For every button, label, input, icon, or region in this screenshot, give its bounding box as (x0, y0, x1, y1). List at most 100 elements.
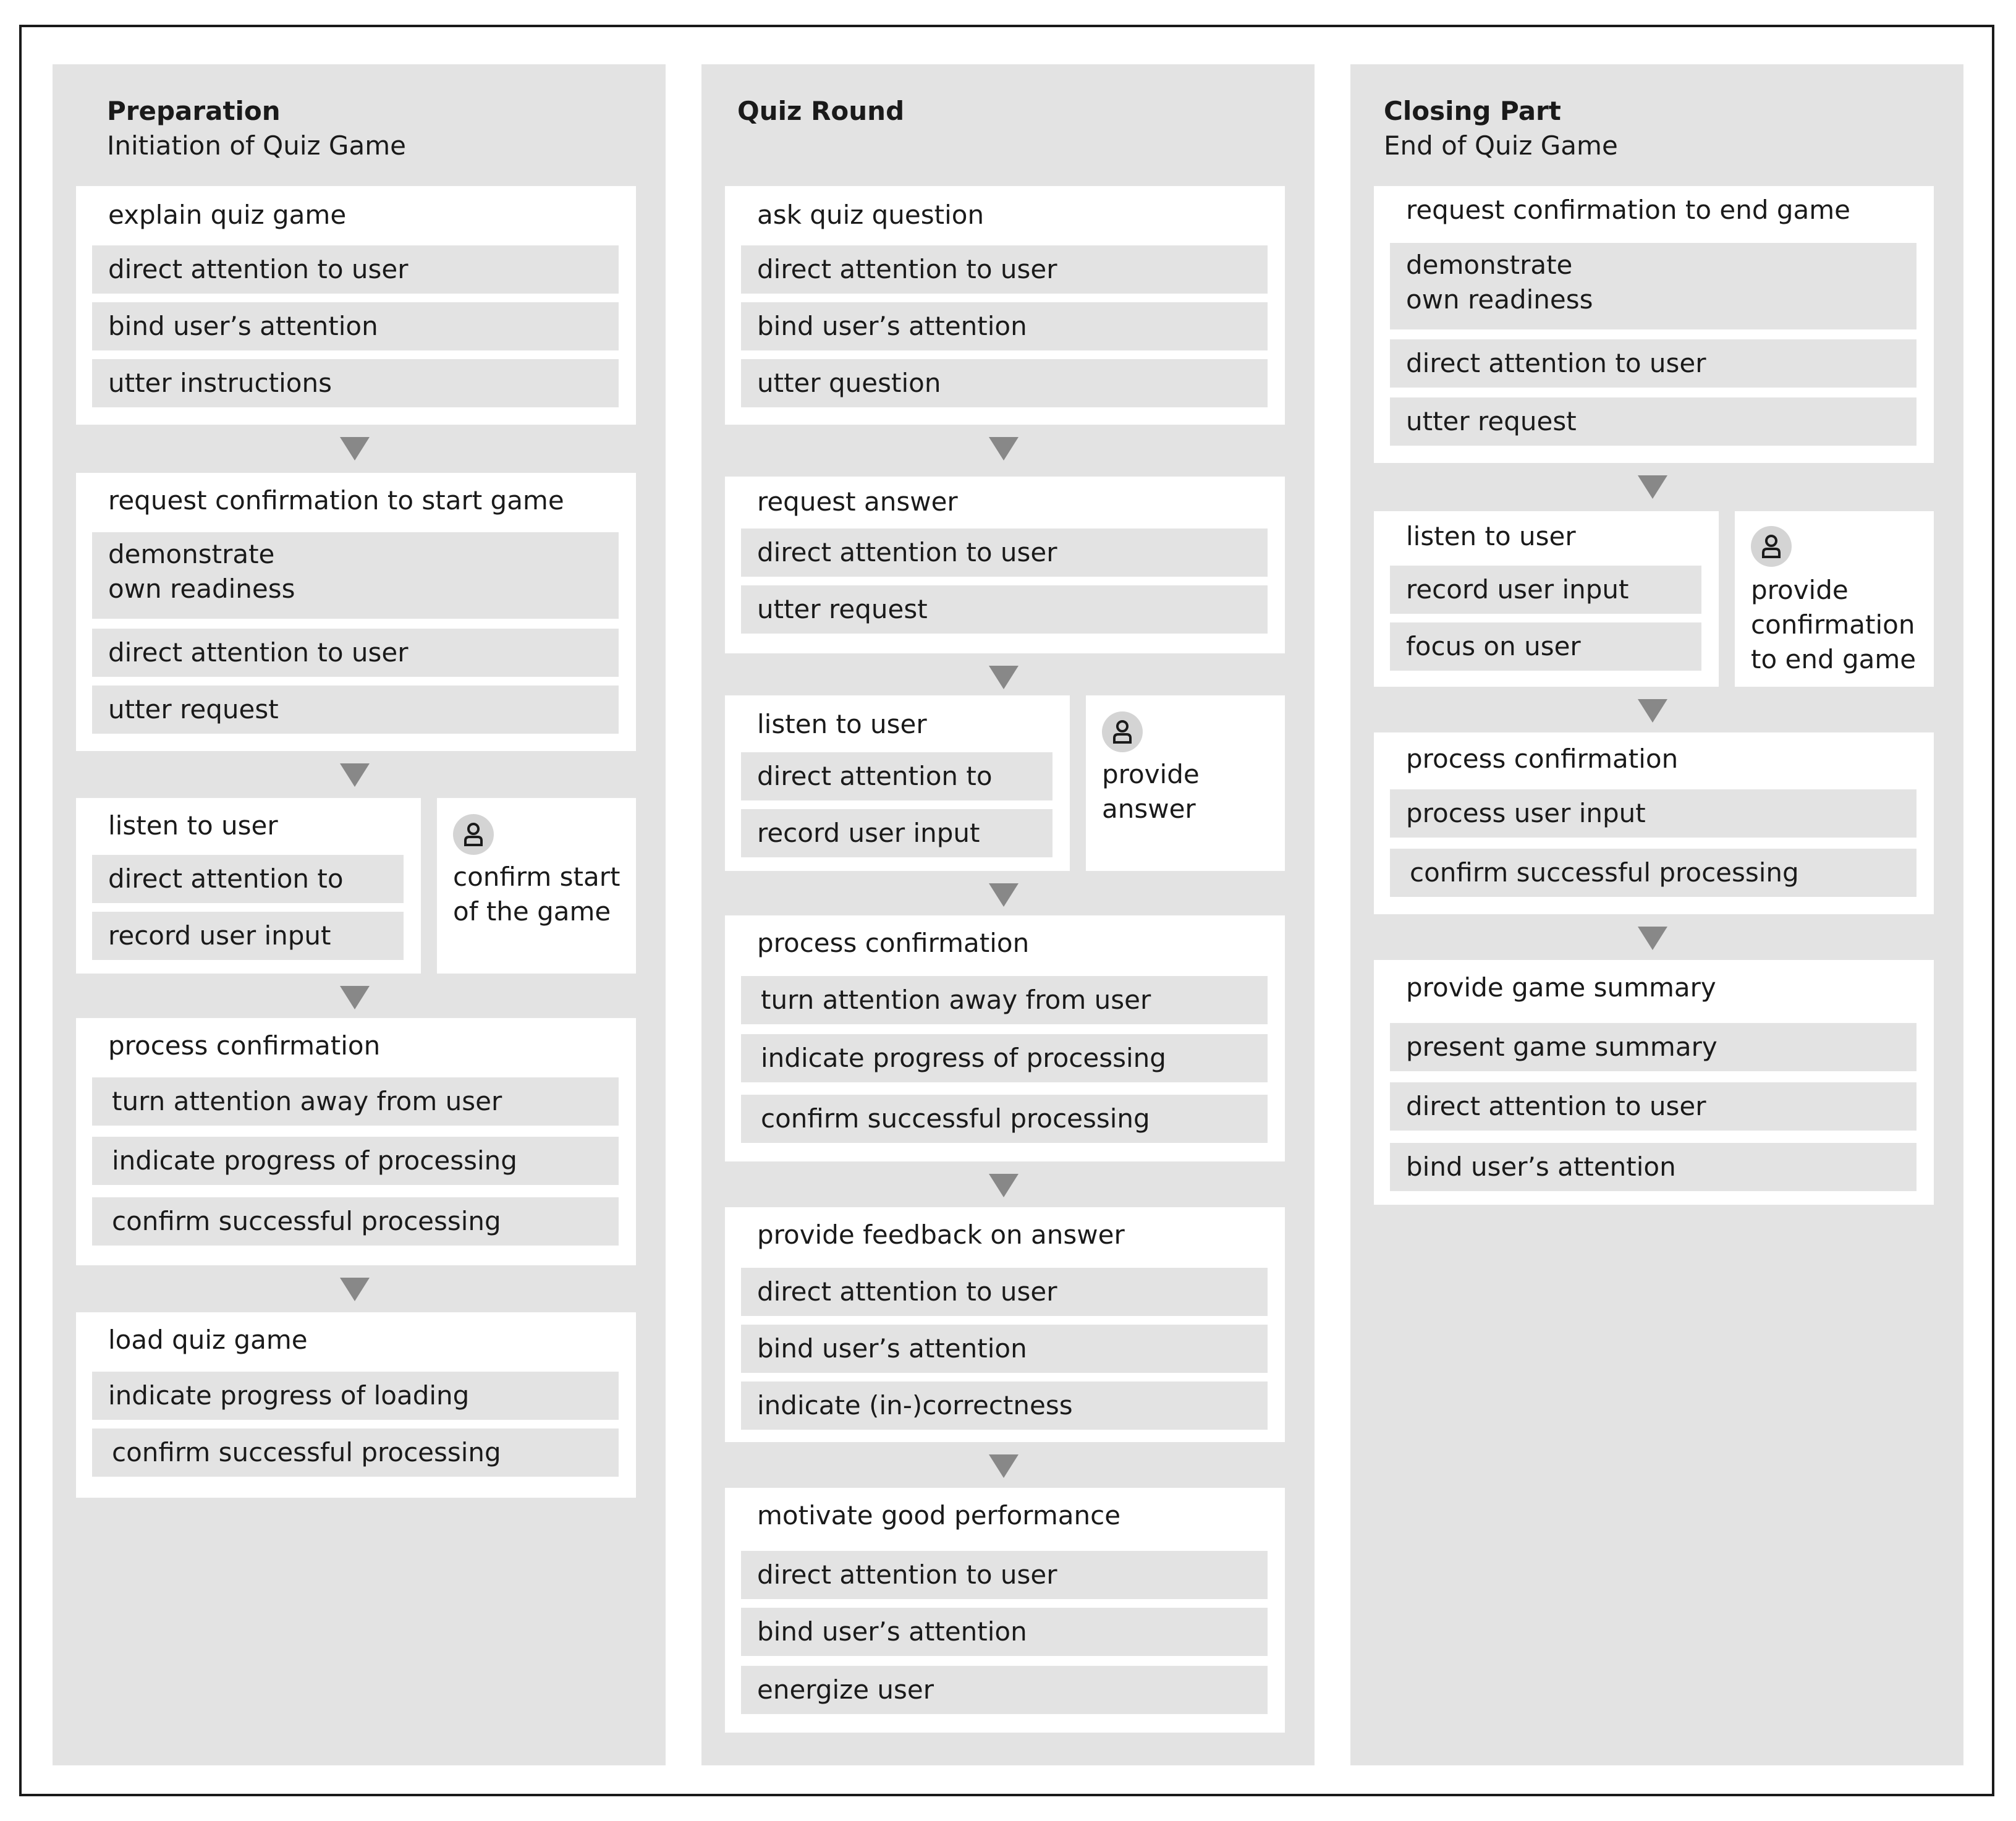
step-title: explain quiz game (108, 200, 347, 230)
step-action: process user input (1390, 789, 1916, 838)
step-action: confirm successful processing (1390, 849, 1916, 897)
flow-arrow-icon (1638, 699, 1667, 723)
step-block: listen to user record user input focus o… (1374, 511, 1719, 687)
step-action: confirm successful processing (741, 1095, 1268, 1143)
step-action: demonstrate own readiness (1390, 243, 1916, 329)
step-action: indicate (in-)correctness (741, 1382, 1268, 1430)
step-title: listen to user (757, 709, 927, 739)
step-action: direct attention to user (92, 855, 404, 942)
step-block: request answer direct attention to user … (725, 477, 1285, 653)
user-action-block: confirm start of the game (437, 798, 636, 974)
step-action: direct attention to user (1390, 1082, 1916, 1131)
flow-arrow-icon (1638, 927, 1667, 950)
column-subtitle: Initiation of Quiz Game (107, 130, 406, 161)
step-title: request confirmation to end game (1406, 195, 1850, 225)
step-block: request confirmation to start game demon… (76, 473, 636, 751)
step-action: present game summary (1390, 1023, 1916, 1071)
step-action: utter request (92, 686, 619, 734)
step-title: process confirmation (1406, 744, 1679, 774)
step-title: provide feedback on answer (757, 1220, 1125, 1250)
step-block: motivate good performance direct attenti… (725, 1488, 1285, 1733)
column-title: Quiz Round (737, 96, 905, 126)
flow-arrow-icon (989, 1454, 1019, 1478)
user-action-label: provide confirmation to end game (1751, 575, 1916, 674)
flow-arrow-icon (989, 1174, 1019, 1197)
column-title: Preparation (107, 96, 281, 126)
step-block: process confirmation turn attention away… (725, 915, 1285, 1161)
step-action: utter question (741, 359, 1268, 407)
step-block: request confirmation to end game demonst… (1374, 186, 1934, 463)
step-action: direct attention to user (92, 245, 619, 294)
step-action: direct attention to user (92, 629, 619, 677)
step-title: process confirmation (757, 928, 1030, 958)
column-header: Closing Part End of Quiz Game (1384, 94, 1618, 163)
step-action: indicate progress of processing (741, 1034, 1268, 1082)
step-action: focus on user (1390, 622, 1701, 671)
step-title: listen to user (1406, 521, 1576, 551)
flow-arrow-icon (340, 763, 370, 787)
step-action: direct attention to user (741, 1268, 1268, 1316)
step-action: record user input (92, 912, 404, 960)
step-title: ask quiz question (757, 200, 985, 230)
step-action: direct attention to user (1390, 339, 1916, 388)
column-subtitle: End of Quiz Game (1384, 130, 1618, 161)
flow-arrow-icon (989, 437, 1019, 461)
flow-arrow-icon (1638, 475, 1667, 499)
step-action: direct attention to user (741, 528, 1268, 577)
column-header: Preparation Initiation of Quiz Game (107, 94, 406, 163)
column-title: Closing Part (1384, 96, 1561, 126)
step-action: indicate progress of loading (92, 1372, 619, 1420)
flow-arrow-icon (340, 1278, 370, 1301)
step-action: bind user’s attention (92, 302, 619, 350)
person-icon (453, 814, 494, 855)
column-header: Quiz Round (737, 94, 904, 129)
step-block: process confirmation turn attention away… (76, 1018, 636, 1265)
user-action-block: provide confirmation to end game (1735, 511, 1934, 687)
step-block: process confirmation process user input … (1374, 732, 1934, 914)
step-action: utter request (741, 585, 1268, 634)
step-block: load quiz game indicate progress of load… (76, 1312, 636, 1498)
step-block: ask quiz question direct attention to us… (725, 186, 1285, 425)
step-action: utter request (1390, 397, 1916, 446)
step-action: indicate progress of processing (92, 1137, 619, 1185)
step-title: request answer (757, 486, 958, 517)
column-closing-part: Closing Part End of Quiz Game request co… (1350, 64, 1963, 1765)
diagram-frame: Preparation Initiation of Quiz Game expl… (19, 25, 1994, 1796)
step-block: provide feedback on answer direct attent… (725, 1207, 1285, 1442)
step-action: bind user’s attention (1390, 1143, 1916, 1191)
step-action: confirm successful processing (92, 1428, 619, 1477)
step-action: direct attention to user (741, 1551, 1268, 1599)
person-icon (1102, 711, 1143, 752)
step-title: listen to user (108, 810, 278, 841)
flow-arrow-icon (340, 437, 370, 461)
step-action: bind user’s attention (741, 302, 1268, 350)
step-title: motivate good performance (757, 1500, 1121, 1530)
step-action: direct attention to user (741, 752, 1052, 839)
step-action: turn attention away from user (741, 976, 1268, 1024)
flow-arrow-icon (989, 883, 1019, 907)
step-action: energize user (741, 1666, 1268, 1714)
step-block: provide game summary present game summar… (1374, 960, 1934, 1205)
step-title: load quiz game (108, 1325, 308, 1355)
step-action: utter instructions (92, 359, 619, 407)
column-preparation: Preparation Initiation of Quiz Game expl… (53, 64, 666, 1765)
step-title: process confirmation (108, 1030, 381, 1061)
flow-arrow-icon (989, 666, 1019, 689)
person-icon (1751, 526, 1792, 567)
step-block: explain quiz game direct attention to us… (76, 186, 636, 425)
user-action-label: provide answer (1102, 759, 1200, 824)
flow-arrow-icon (340, 986, 370, 1009)
step-action: record user input (741, 809, 1052, 857)
step-action: turn attention away from user (92, 1077, 619, 1126)
step-action: demonstrate own readiness (92, 532, 619, 619)
step-block: listen to user direct attention to user … (76, 798, 421, 974)
step-title: request confirmation to start game (108, 485, 564, 516)
step-action: confirm successful processing (92, 1197, 619, 1246)
column-quiz-round: Quiz Round ask quiz question direct atte… (701, 64, 1315, 1765)
step-action: record user input (1390, 566, 1701, 614)
user-action-label: confirm start of the game (453, 862, 620, 927)
step-block: listen to user direct attention to user … (725, 695, 1070, 871)
step-action: bind user’s attention (741, 1325, 1268, 1373)
step-action: bind user’s attention (741, 1608, 1268, 1656)
step-action: direct attention to user (741, 245, 1268, 294)
